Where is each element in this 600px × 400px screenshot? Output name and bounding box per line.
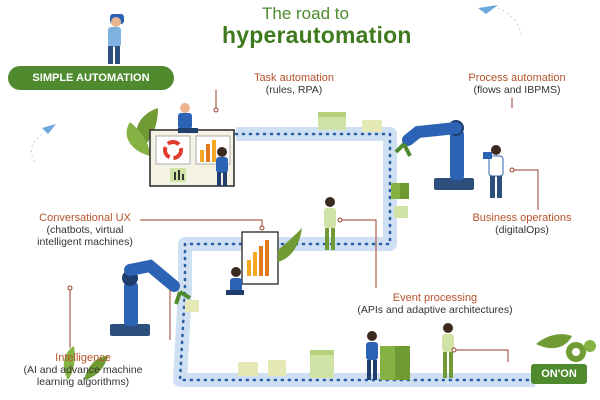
stage-subtitle: (rules, RPA) bbox=[265, 84, 323, 96]
person-icon bbox=[442, 323, 454, 378]
stage-title: Event processing bbox=[392, 292, 478, 304]
stage-subtitle: (chatbots, virtual bbox=[46, 224, 124, 236]
stage-process-automation: Process automation (flows and IBPMS) bbox=[452, 72, 582, 96]
box-icon bbox=[310, 350, 334, 378]
title-line-1: The road to bbox=[262, 4, 349, 23]
gear-icon bbox=[566, 340, 596, 362]
box-icon bbox=[318, 112, 346, 130]
simple-automation-badge: SIMPLE AUTOMATION bbox=[8, 66, 174, 90]
paper-plane-icon bbox=[31, 124, 56, 163]
conveyor-belt bbox=[173, 127, 537, 387]
person-icon bbox=[366, 331, 378, 380]
person-icon bbox=[324, 197, 336, 250]
box-icon bbox=[391, 183, 409, 199]
title-line-2: hyperautomation bbox=[222, 22, 412, 48]
box-icon bbox=[380, 346, 410, 380]
stage-subtitle: intelligent machines) bbox=[37, 236, 133, 248]
stage-conversational-ux: Conversational UX (chatbots, virtual int… bbox=[16, 212, 154, 248]
stage-title: Task automation bbox=[253, 72, 335, 84]
paper-plane-icon bbox=[478, 5, 523, 39]
stage-intelligence: Intelligence (AI and advance machine lea… bbox=[8, 352, 158, 388]
stage-subtitle: (APIs and adaptive architectures) bbox=[357, 304, 513, 316]
stage-subtitle: (AI and advance machine bbox=[23, 364, 143, 376]
person-icon bbox=[483, 145, 504, 198]
box-icon bbox=[268, 360, 286, 376]
stage-business-operations: Business operations (digitalOps) bbox=[452, 212, 592, 236]
dashboard-screen-icon bbox=[241, 228, 302, 285]
robot-arm-icon bbox=[110, 259, 192, 336]
stage-task-automation: Task automation (rules, RPA) bbox=[238, 72, 350, 96]
person-icon bbox=[226, 267, 244, 295]
box-icon bbox=[362, 120, 382, 132]
box-icon bbox=[185, 300, 199, 312]
binoculars-person-icon bbox=[108, 14, 124, 64]
stage-subtitle: learning algorithms) bbox=[36, 376, 130, 388]
end-badge: ON'ON bbox=[531, 364, 587, 384]
stage-title: Business operations bbox=[472, 212, 572, 224]
robot-arm-icon bbox=[394, 120, 474, 190]
plant-icon bbox=[63, 346, 108, 380]
box-icon bbox=[238, 362, 258, 376]
stage-subtitle: (flows and IBPMS) bbox=[473, 84, 561, 96]
plant-icon bbox=[536, 334, 572, 349]
stage-title: Conversational UX bbox=[39, 212, 131, 224]
stage-title: Process automation bbox=[468, 72, 566, 84]
stage-title: Intelligence bbox=[55, 352, 111, 364]
stage-event-processing: Event processing (APIs and adaptive arch… bbox=[340, 292, 530, 316]
box-icon bbox=[394, 206, 408, 218]
leader-lines bbox=[67, 90, 539, 362]
stage-subtitle: (digitalOps) bbox=[495, 224, 549, 236]
workstation-icon bbox=[126, 103, 235, 187]
